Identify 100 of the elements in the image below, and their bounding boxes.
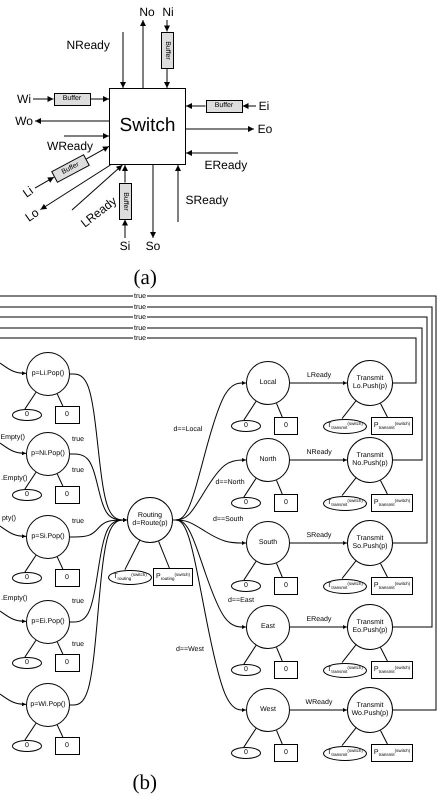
state-circle [246, 605, 290, 649]
connector-line [0, 316, 428, 544]
buffer-block [54, 92, 90, 106]
edge-label: NReady [66, 39, 111, 51]
connector-line [243, 400, 256, 421]
arrow [0, 526, 26, 538]
connector-line [24, 392, 36, 410]
connector-line [243, 560, 256, 581]
buffer-block [160, 32, 174, 68]
arrow [172, 520, 246, 712]
connector-line [243, 478, 256, 498]
value-box [54, 654, 80, 672]
value-box [371, 744, 413, 762]
arrow [140, 20, 146, 88]
value-ellipse [323, 746, 367, 760]
value-box [54, 406, 80, 424]
arrow [64, 133, 110, 139]
value-ellipse [231, 664, 261, 676]
connector-line [276, 730, 283, 744]
connector-line [380, 402, 388, 418]
connector-line [342, 400, 356, 420]
value-box [274, 661, 298, 679]
connector-line [24, 472, 36, 490]
connector-line [243, 728, 256, 748]
arrow [120, 32, 126, 88]
value-box [54, 569, 80, 587]
arrow [70, 518, 128, 706]
connector-line [56, 473, 64, 486]
edge-label: EReady [204, 159, 248, 171]
arrow [40, 164, 111, 210]
arrow [290, 708, 348, 712]
buffer-block [206, 100, 242, 112]
value-box [153, 568, 193, 586]
port-label: Lo [20, 204, 44, 226]
value-box [371, 577, 413, 595]
switch-block [109, 88, 186, 165]
arrow [0, 442, 26, 456]
connector-line [276, 646, 283, 662]
arrow [32, 96, 54, 102]
arrow [186, 150, 238, 156]
arrow [186, 103, 206, 109]
value-box [54, 737, 80, 755]
port-label: Eo [255, 122, 275, 136]
arrow [86, 146, 110, 160]
connector-line [342, 478, 356, 496]
connector-line [0, 296, 436, 710]
state-circle [347, 604, 393, 650]
connector-line [380, 562, 388, 578]
arrow [90, 96, 110, 102]
arrow [290, 458, 348, 462]
arrow [122, 219, 128, 238]
figure-caption: (b) [132, 772, 157, 792]
value-box [371, 417, 413, 435]
value-ellipse [12, 489, 42, 501]
port-label: Li [18, 182, 38, 202]
connector-line [342, 728, 356, 746]
value-ellipse [231, 580, 261, 592]
value-box [274, 417, 298, 435]
connector-line [56, 641, 64, 654]
arrow [0, 610, 26, 624]
port-label: Ni [161, 5, 175, 19]
state-circle [246, 521, 290, 565]
connector-line [56, 724, 64, 738]
state-circle [26, 352, 70, 396]
arrow [290, 625, 348, 629]
state-circle [347, 520, 393, 566]
value-ellipse [323, 578, 367, 594]
edge-label: SReady [184, 194, 230, 206]
value-ellipse [108, 570, 152, 584]
connector-line [243, 644, 256, 665]
arrow [164, 68, 170, 88]
port-label: Wi [16, 92, 32, 106]
arrow [175, 164, 181, 222]
arrow [290, 381, 348, 385]
state-circle [26, 515, 70, 559]
port-label: Ei [257, 99, 271, 113]
edge-label: WReady [46, 140, 94, 152]
arrow [150, 164, 156, 238]
value-ellipse [12, 572, 42, 584]
connector-line [24, 640, 36, 658]
connector-line [276, 480, 283, 494]
state-circle [246, 688, 290, 732]
state-circle [26, 600, 70, 644]
arrow [34, 118, 110, 124]
arrow [186, 126, 254, 132]
value-ellipse [231, 747, 261, 759]
connector-line [0, 328, 422, 460]
state-circle [347, 437, 393, 483]
connector-line [24, 554, 36, 573]
state-circle [246, 361, 290, 405]
arrow [0, 694, 26, 706]
arrow [34, 176, 54, 189]
figure-caption: (a) [134, 266, 157, 288]
state-circle [347, 360, 393, 406]
node-label: Switch [120, 116, 176, 137]
value-ellipse [323, 662, 367, 678]
arrow [0, 362, 26, 376]
connector-line [158, 540, 170, 568]
connector-line [56, 556, 64, 570]
value-ellipse [12, 657, 42, 669]
